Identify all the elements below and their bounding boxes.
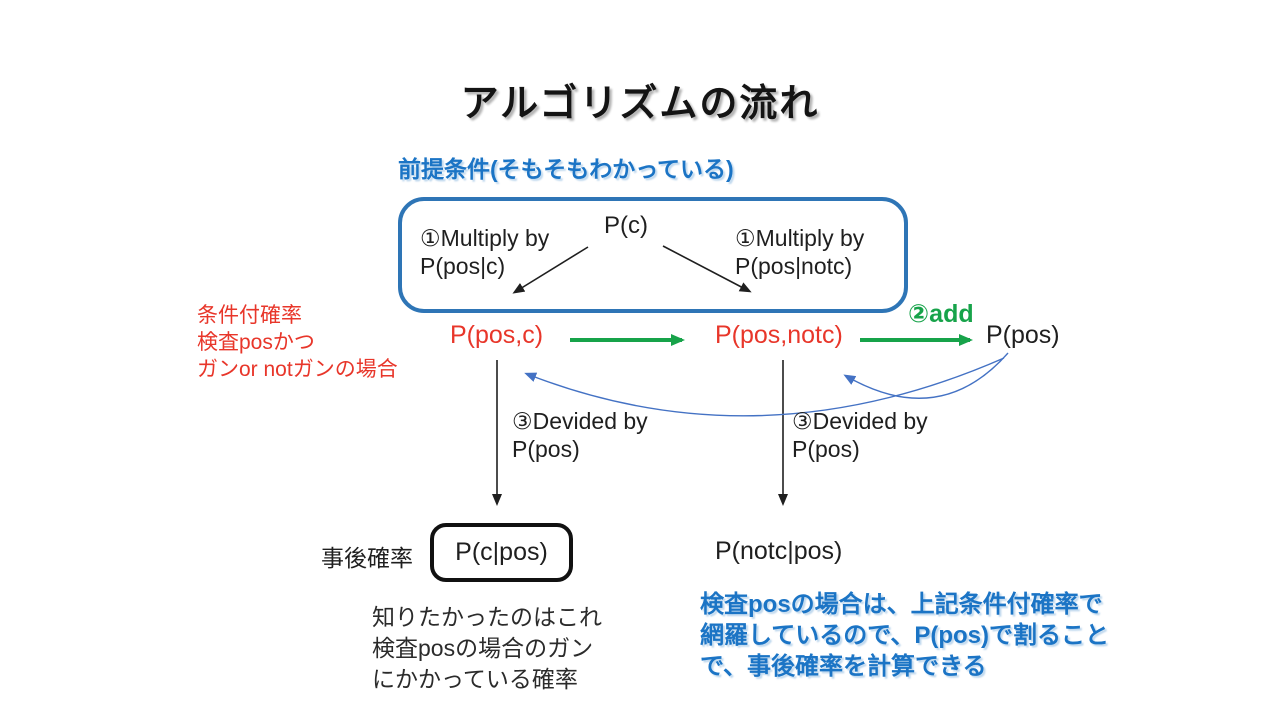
precondition-heading: 前提条件(そもそもわかっている)	[398, 156, 734, 182]
label-multiply-right-line2: P(pos|notc)	[735, 253, 853, 279]
label-divide-right-line2: P(pos)	[792, 436, 860, 462]
label-p-pos-c: P(pos,c)	[450, 321, 544, 349]
conditional-probability-note: 条件付確率 検査posかつ ガンor notガンの場合	[197, 302, 398, 383]
label-multiply-left-line2: P(pos|c)	[420, 253, 506, 279]
label-p-pos-notc: P(pos,notc)	[715, 321, 843, 349]
label-multiply-left: ①Multiply by P(pos|c)	[420, 224, 549, 280]
posterior-label: 事後確率	[321, 545, 413, 571]
precondition-box	[398, 197, 908, 313]
conditional-note-line2: 検査posかつ	[197, 331, 315, 354]
label-divide-left: ③Devided by P(pos)	[512, 407, 648, 463]
label-multiply-right-line1: ①Multiply by	[735, 225, 865, 251]
bottom-right-note-line3: で、事後確率を計算できる	[700, 653, 987, 680]
label-p-pos: P(pos)	[986, 321, 1060, 349]
bottom-right-note-line2: 網羅しているので、P(pos)で割ること	[700, 622, 1109, 649]
bottom-left-note: 知りたかったのはこれ 検査posの場合のガン にかかっている確率	[372, 602, 602, 695]
label-p-c-pos: P(c|pos)	[455, 538, 548, 566]
label-divide-right-line1: ③Devided by	[792, 408, 928, 434]
label-multiply-right: ①Multiply by P(pos|notc)	[735, 224, 864, 280]
label-divide-left-line1: ③Devided by	[512, 408, 648, 434]
bottom-right-note-line1: 検査posの場合は、上記条件付確率で	[700, 591, 1103, 618]
label-divide-right: ③Devided by P(pos)	[792, 407, 928, 463]
posterior-box: P(c|pos)	[430, 523, 573, 582]
label-p-notc-pos: P(notc|pos)	[715, 537, 843, 565]
slide-title: アルゴリズムの流れ	[460, 83, 820, 125]
bottom-right-note: 検査posの場合は、上記条件付確率で 網羅しているので、P(pos)で割ること …	[700, 589, 1109, 682]
arc-ppos-to-ppos-notc	[843, 352, 1009, 399]
conditional-note-line3: ガンor notガンの場合	[197, 358, 398, 381]
label-divide-left-line2: P(pos)	[512, 436, 580, 462]
label-multiply-left-line1: ①Multiply by	[420, 225, 550, 251]
conditional-note-line1: 条件付確率	[197, 304, 302, 327]
bottom-left-note-line3: にかかっている確率	[372, 666, 578, 692]
label-add-step: ②add	[908, 300, 974, 328]
bottom-left-note-line2: 検査posの場合のガン	[372, 635, 594, 661]
bottom-left-note-line1: 知りたかったのはこれ	[372, 604, 602, 630]
label-prior-pc: P(c)	[604, 212, 648, 239]
